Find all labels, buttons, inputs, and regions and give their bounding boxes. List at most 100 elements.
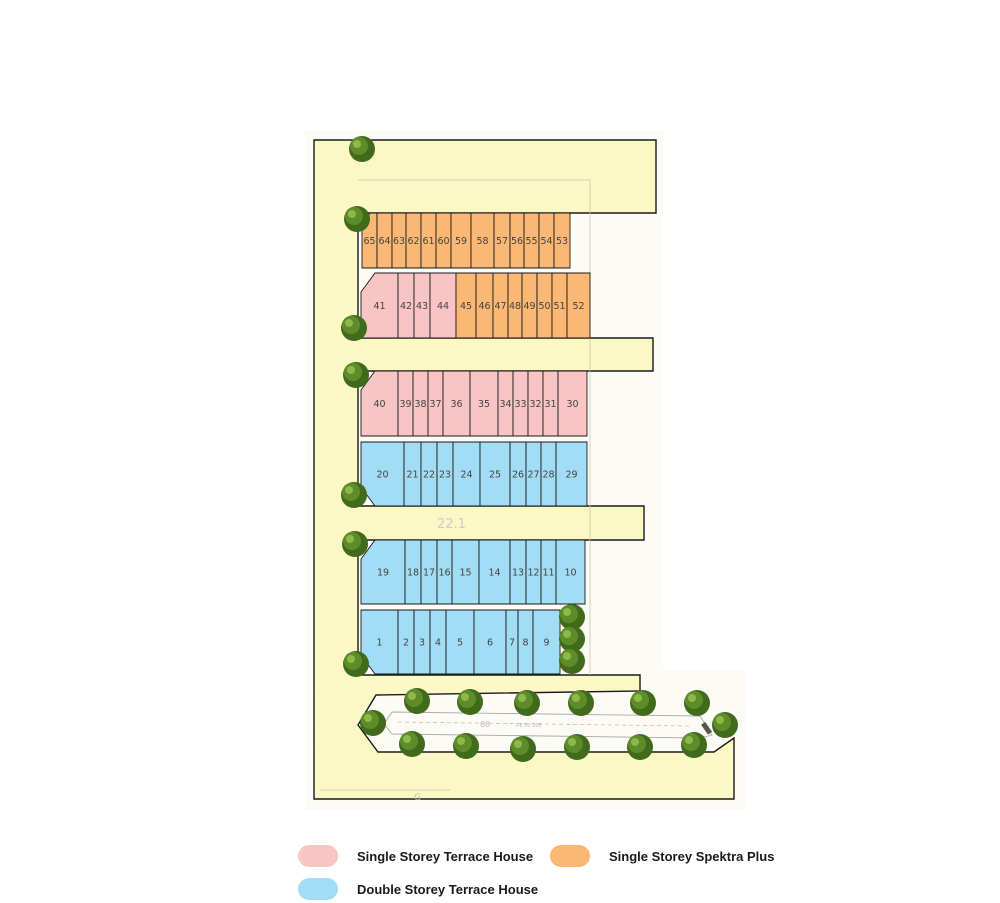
- lot-number: 54: [540, 236, 552, 247]
- road-width-label: 22.1: [437, 517, 466, 532]
- legend-swatch-blue: [298, 878, 338, 900]
- lot-number: 23: [439, 470, 451, 481]
- lot-number: 14: [488, 568, 500, 579]
- lot-number: 11: [542, 568, 554, 579]
- lot-number: 1: [376, 638, 382, 649]
- lot-number: 59: [455, 236, 467, 247]
- lot-number: 6: [487, 638, 493, 649]
- lot-number: 5: [457, 638, 463, 649]
- tree-icon: [343, 362, 369, 388]
- tree-icon: [681, 732, 707, 758]
- lot-number: 52: [572, 301, 584, 312]
- lot-40: [360, 370, 399, 437]
- tree-icon: [341, 482, 367, 508]
- tree-icon: [559, 648, 585, 674]
- lot-number: 20: [376, 470, 388, 481]
- lot-number: 65: [363, 236, 375, 247]
- lot-number: 26: [512, 470, 524, 481]
- lot-number: 31: [544, 399, 556, 410]
- lot-number: 45: [460, 301, 472, 312]
- lot-number: 46: [478, 301, 490, 312]
- tree-icon: [457, 689, 483, 715]
- lot-number: 24: [460, 470, 472, 481]
- lot-number: 47: [494, 301, 506, 312]
- tree-icon: [343, 651, 369, 677]
- lot-number: 15: [459, 568, 471, 579]
- lot-number: 57: [496, 236, 508, 247]
- lot-number: 17: [423, 568, 435, 579]
- lot-number: 58: [476, 236, 488, 247]
- lane-width-label: 68: [480, 720, 490, 729]
- lot-number: 38: [414, 399, 426, 410]
- legend-item-double-terrace: Double Storey Terrace House: [298, 878, 538, 900]
- trees: [341, 136, 738, 762]
- lot-29: [555, 441, 588, 507]
- lot-number: 34: [499, 399, 511, 410]
- lot-number: 9: [543, 638, 549, 649]
- lot-number: 55: [525, 236, 537, 247]
- lot-number: 56: [511, 236, 523, 247]
- lot-number: 33: [514, 399, 526, 410]
- lot-20: [360, 441, 405, 507]
- tree-icon: [342, 531, 368, 557]
- tree-icon: [399, 731, 425, 757]
- lot-number: 41: [373, 301, 385, 312]
- lot-number: 22: [423, 470, 435, 481]
- culdesac-marker: [701, 721, 713, 735]
- tree-icon: [559, 604, 585, 630]
- lot-9: [532, 609, 561, 675]
- lot-number: 35: [478, 399, 490, 410]
- lot-number: 13: [512, 568, 524, 579]
- lot-number: 53: [556, 236, 568, 247]
- lot-number: 62: [407, 236, 419, 247]
- tree-icon: [344, 206, 370, 232]
- lot-number: 3: [419, 638, 425, 649]
- tree-icon: [349, 136, 375, 162]
- lot-number: 50: [538, 301, 550, 312]
- legend-label: Single Storey Spektra Plus: [609, 848, 775, 864]
- legend-label: Double Storey Terrace House: [357, 881, 539, 897]
- tree-icon: [404, 688, 430, 714]
- tree-icon: [514, 690, 540, 716]
- tree-icon: [568, 690, 594, 716]
- lot-number: 2: [403, 638, 409, 649]
- lot-number: 12: [527, 568, 539, 579]
- lot-number: 27: [527, 470, 539, 481]
- lot-number: 49: [523, 301, 535, 312]
- lot-number: 10: [564, 568, 576, 579]
- tree-icon: [510, 736, 536, 762]
- lot-number: 51: [553, 301, 565, 312]
- lot-19: [360, 539, 406, 605]
- lot-10: [555, 539, 586, 605]
- lot-number: 61: [422, 236, 434, 247]
- lot-number: 63: [393, 236, 405, 247]
- lot-number: 25: [489, 470, 501, 481]
- legend-swatch-orange: [550, 845, 590, 867]
- legend-label: Single Storey Terrace House: [357, 848, 534, 864]
- lot-number: 4: [435, 638, 441, 649]
- tree-icon: [627, 734, 653, 760]
- lot-number: 48: [509, 301, 521, 312]
- lot-number: 39: [399, 399, 411, 410]
- lot-number: 43: [416, 301, 428, 312]
- tree-icon: [712, 712, 738, 738]
- lot-number: 37: [429, 399, 441, 410]
- lot-number: 30: [566, 399, 578, 410]
- lot-number: 29: [565, 470, 577, 481]
- tree-icon: [630, 690, 656, 716]
- tree-icon: [559, 626, 585, 652]
- lot-number: 28: [542, 470, 554, 481]
- lot-number: 19: [377, 568, 389, 579]
- legend-item-single-terrace: Single Storey Terrace House: [298, 845, 533, 867]
- lot-number: 64: [378, 236, 390, 247]
- lot-number: 21: [406, 470, 418, 481]
- tree-icon: [453, 733, 479, 759]
- setback-line: [358, 179, 591, 675]
- legend: Single Storey Terrace House Single Store…: [298, 843, 818, 903]
- lot-number: 36: [450, 399, 462, 410]
- tree-icon: [684, 690, 710, 716]
- legend-swatch-pink: [298, 845, 338, 867]
- tree-icon: [360, 710, 386, 736]
- lane-note-label: RE 50 30E: [516, 723, 542, 729]
